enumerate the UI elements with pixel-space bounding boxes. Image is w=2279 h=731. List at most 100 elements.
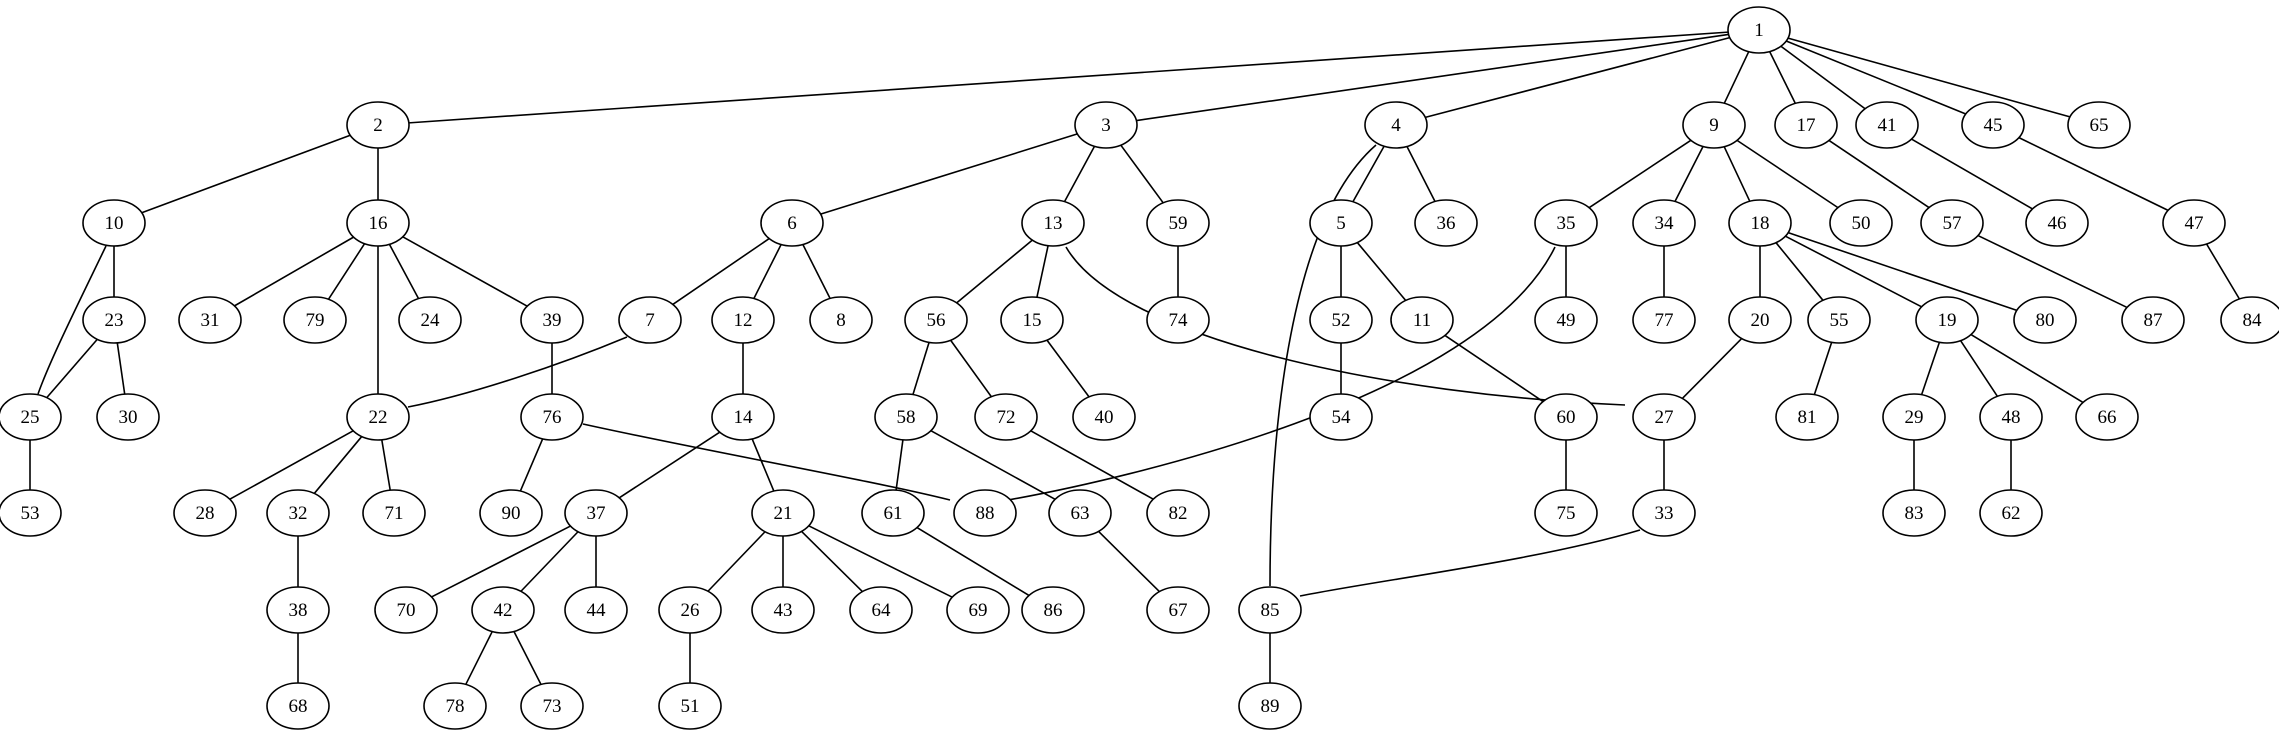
node-label: 13 — [1044, 213, 1063, 234]
node-65: 65 — [2067, 101, 2131, 149]
node-label: 82 — [1169, 503, 1188, 524]
node-ellipse — [471, 586, 535, 634]
node-label: 85 — [1261, 600, 1280, 621]
node-41: 41 — [1855, 101, 1919, 149]
node-57: 57 — [1920, 199, 1984, 247]
node-label: 33 — [1655, 503, 1674, 524]
edge-76-88 — [582, 423, 951, 501]
node-45: 45 — [1961, 101, 2025, 149]
node-29: 29 — [1882, 393, 1946, 441]
node-label: 40 — [1095, 407, 1114, 428]
node-label: 32 — [289, 503, 308, 524]
node-label: 74 — [1169, 310, 1189, 331]
node-ellipse — [479, 489, 543, 537]
node-44: 44 — [564, 586, 628, 634]
node-label: 88 — [976, 503, 995, 524]
edge-13-56 — [956, 239, 1033, 304]
node-ellipse — [953, 489, 1017, 537]
node-label: 17 — [1797, 115, 1816, 136]
edge-4-85 — [1269, 144, 1377, 587]
node-label: 69 — [969, 600, 988, 621]
node-55: 55 — [1807, 296, 1871, 344]
node-81: 81 — [1775, 393, 1839, 441]
node-19: 19 — [1915, 296, 1979, 344]
edge-21-64 — [801, 530, 863, 593]
edge-5-11 — [1356, 242, 1407, 301]
node-ellipse — [1146, 199, 1210, 247]
node-32: 32 — [266, 489, 330, 537]
node-66: 66 — [2075, 393, 2139, 441]
node-ellipse — [266, 586, 330, 634]
node-14: 14 — [711, 393, 775, 441]
node-label: 60 — [1557, 407, 1576, 428]
node-37: 37 — [564, 489, 628, 537]
node-label: 52 — [1332, 310, 1351, 331]
edge-18-19 — [1785, 235, 1922, 308]
node-label: 3 — [1101, 115, 1111, 136]
node-84: 84 — [2220, 296, 2279, 344]
node-ellipse — [1632, 489, 1696, 537]
node-56: 56 — [904, 296, 968, 344]
node-ellipse — [173, 489, 237, 537]
node-ellipse — [1728, 199, 1792, 247]
edge-3-6 — [820, 133, 1078, 215]
node-label: 31 — [201, 310, 220, 331]
node-ellipse — [1309, 199, 1373, 247]
node-36: 36 — [1414, 199, 1478, 247]
node-5: 5 — [1309, 199, 1373, 247]
node-ellipse — [1072, 393, 1136, 441]
node-47: 47 — [2162, 199, 2226, 247]
node-label: 28 — [196, 503, 215, 524]
node-label: 78 — [446, 696, 465, 717]
node-ellipse — [2067, 101, 2131, 149]
node-88: 88 — [953, 489, 1017, 537]
node-27: 27 — [1632, 393, 1696, 441]
edge-1-65 — [1787, 37, 2071, 118]
node-ellipse — [2025, 199, 2089, 247]
node-label: 4 — [1391, 115, 1401, 136]
node-ellipse — [809, 296, 873, 344]
node-ellipse — [1855, 101, 1919, 149]
node-label: 51 — [681, 696, 700, 717]
node-ellipse — [1146, 296, 1210, 344]
node-73: 73 — [520, 682, 584, 730]
node-label: 39 — [543, 310, 562, 331]
node-label: 56 — [927, 310, 946, 331]
edge-18-80 — [1787, 231, 2018, 312]
node-25: 25 — [0, 393, 62, 441]
node-ellipse — [1364, 101, 1428, 149]
node-76: 76 — [520, 393, 584, 441]
node-69: 69 — [946, 586, 1010, 634]
node-label: 8 — [836, 310, 846, 331]
node-ellipse — [1728, 296, 1792, 344]
node-ellipse — [362, 489, 426, 537]
node-label: 1 — [1754, 20, 1764, 41]
node-label: 80 — [2036, 310, 2055, 331]
node-label: 15 — [1023, 310, 1042, 331]
edge-56-72 — [949, 339, 993, 398]
edge-9-18 — [1723, 146, 1751, 202]
node-1: 1 — [1727, 6, 1791, 54]
node-ellipse — [1632, 393, 1696, 441]
node-label: 37 — [587, 503, 606, 524]
node-label: 22 — [369, 407, 388, 428]
node-ellipse — [1074, 101, 1138, 149]
node-ellipse — [1309, 393, 1373, 441]
edge-16-39 — [402, 236, 528, 307]
node-28: 28 — [173, 489, 237, 537]
node-label: 14 — [734, 407, 754, 428]
node-ellipse — [178, 296, 242, 344]
node-ellipse — [1000, 296, 1064, 344]
node-ellipse — [1021, 199, 1085, 247]
node-61: 61 — [861, 489, 925, 537]
edge-58-63 — [930, 430, 1056, 500]
node-78: 78 — [423, 682, 487, 730]
node-label: 30 — [119, 407, 138, 428]
node-label: 59 — [1169, 213, 1188, 234]
node-62: 62 — [1979, 489, 2043, 537]
node-label: 38 — [289, 600, 308, 621]
edge-41-46 — [1911, 138, 2033, 210]
node-ellipse — [283, 296, 347, 344]
node-label: 63 — [1071, 503, 1090, 524]
